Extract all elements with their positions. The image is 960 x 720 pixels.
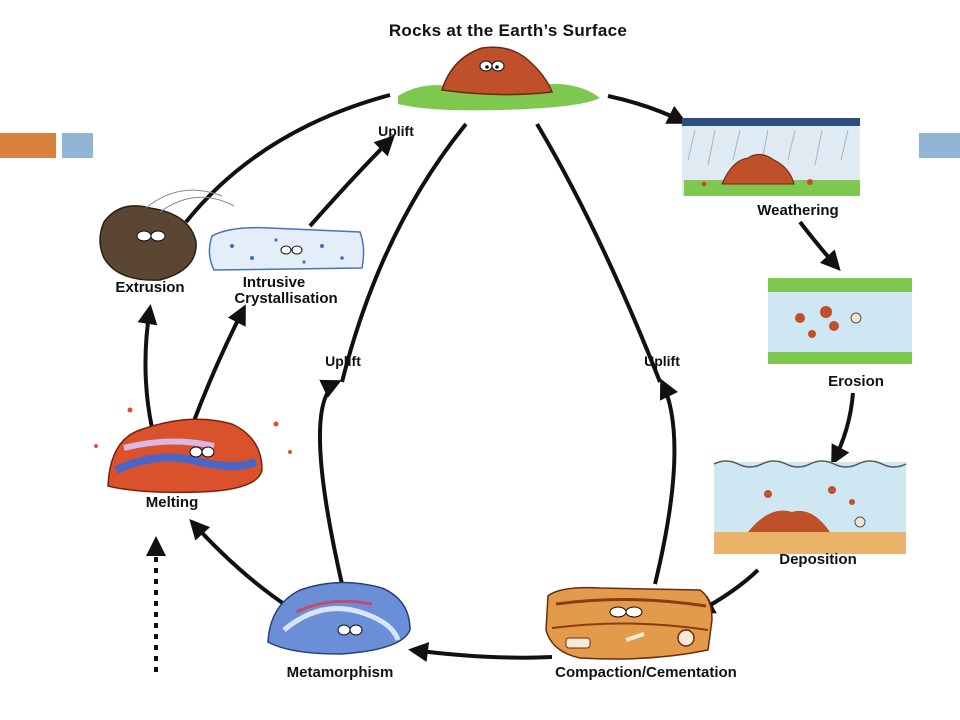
label-metamorphism: Metamorphism: [287, 664, 394, 681]
arrow-surface-to-weathering: [607, 94, 688, 124]
label-uplift-top: Uplift: [378, 123, 414, 139]
arrow-compaction-to-metamorphism: [408, 642, 553, 662]
label-erosion: Erosion: [828, 373, 884, 390]
cycle-arrows: [137, 93, 855, 672]
arrow-metamorphism-to-melting: [189, 519, 292, 610]
orange-accent-bar: [0, 133, 56, 158]
arc-compaction-uplift-upper: [535, 122, 662, 383]
label-uplift-right: Uplift: [644, 353, 680, 369]
arrow-intrusive-uplift: [308, 135, 395, 228]
compaction-illustration: [545, 586, 713, 660]
arrow-extrusion-to-surface: [184, 93, 391, 224]
melting-illustration: [94, 407, 292, 494]
blue-accent-square-right: [919, 133, 960, 158]
arrow-metamorphism-uplift: [317, 379, 344, 585]
label-uplift-left: Uplift: [325, 353, 361, 369]
surface-rock-illustration: [398, 46, 600, 111]
extrusion-illustration: [99, 189, 235, 281]
arrow-melting-to-extrusion: [137, 304, 158, 429]
label-deposition: Deposition: [779, 551, 857, 568]
arrow-erosion-to-deposition: [831, 392, 855, 466]
arc-metamorphism-uplift-upper: [340, 122, 468, 383]
deposition-illustration: [713, 460, 907, 554]
blue-accent-square-left: [62, 133, 93, 158]
label-compaction: Compaction/Cementation: [555, 664, 737, 681]
label-weathering: Weathering: [757, 202, 838, 219]
label-intrusive-line1: Intrusive: [243, 274, 306, 291]
arrow-weathering-to-erosion: [798, 220, 841, 271]
arrow-compaction-uplift: [653, 378, 678, 585]
diagram-title: Rocks at the Earth’s Surface: [389, 21, 627, 40]
label-intrusive-line2: Crystallisation: [234, 290, 337, 307]
label-extrusion: Extrusion: [115, 279, 184, 296]
label-melting: Melting: [146, 494, 199, 511]
erosion-illustration: [768, 278, 912, 364]
intrusive-illustration: [208, 226, 365, 271]
metamorphism-illustration: [267, 581, 411, 655]
arrow-melting-to-intrusive: [190, 304, 246, 427]
weathering-illustration: [682, 118, 860, 196]
